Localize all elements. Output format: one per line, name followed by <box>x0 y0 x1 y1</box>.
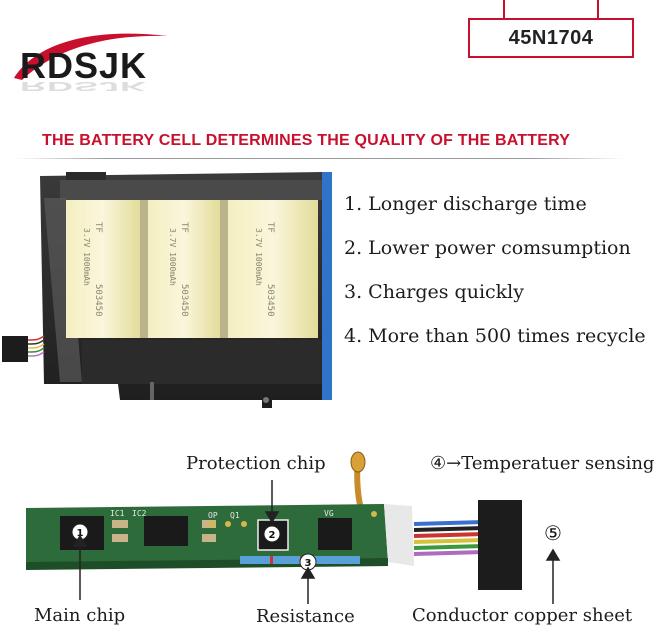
protection-chip <box>257 518 352 551</box>
label-resistance: Resistance <box>256 606 355 627</box>
model-number-badge: 45N1704 <box>468 18 634 58</box>
marker-protection-chip: 2 <box>263 525 281 543</box>
svg-text:Q1: Q1 <box>230 511 240 520</box>
svg-text:503450: 503450 <box>179 284 189 317</box>
svg-text:3: 3 <box>305 558 312 569</box>
svg-text:503450: 503450 <box>93 284 103 317</box>
svg-text:OP: OP <box>208 511 218 520</box>
svg-text:3.7V 1000mAh: 3.7V 1000mAh <box>254 228 263 286</box>
svg-text:VG: VG <box>324 509 334 518</box>
model-tab-right-line <box>597 0 599 18</box>
svg-text:503450: 503450 <box>265 284 275 317</box>
feature-2: 2. Lower power comsumption <box>344 237 631 259</box>
headline-divider <box>16 158 624 159</box>
svg-text:1: 1 <box>77 528 84 539</box>
svg-text:IC1: IC1 <box>110 509 125 518</box>
label-conductor-copper-sheet: Conductor copper sheet <box>412 605 633 626</box>
headline: THE BATTERY CELL DETERMINES THE QUALITY … <box>42 132 571 149</box>
feature-1: 1. Longer discharge time <box>344 193 587 215</box>
svg-text:RDSJK: RDSJK <box>20 79 147 93</box>
model-number: 45N1704 <box>508 26 594 49</box>
brand-logo: RDSJK RDSJK <box>14 33 168 93</box>
battery-cell-1: TF 503450 3.7V 1000mAh <box>66 200 140 338</box>
svg-text:TF: TF <box>265 222 275 233</box>
marker-copper: ⑤ <box>544 521 562 545</box>
svg-text:3.7V 1000mAh: 3.7V 1000mAh <box>82 228 91 286</box>
feature-3: 3. Charges quickly <box>344 281 524 303</box>
battery-connector <box>2 335 45 362</box>
feature-4: 4. More than 500 times recycle <box>344 325 646 347</box>
svg-text:TF: TF <box>179 222 189 233</box>
label-main-chip: Main chip <box>34 605 126 626</box>
model-tab-left-line <box>503 0 505 18</box>
label-protection-chip: Protection chip <box>186 453 326 474</box>
cable-connector <box>413 500 522 590</box>
battery-edge <box>322 172 332 400</box>
svg-text:TF: TF <box>93 222 103 233</box>
label-temperature-sensing: ④→Temperatuer sensing <box>430 453 654 474</box>
svg-text:2: 2 <box>269 530 276 541</box>
svg-text:3.7V 1000mAh: 3.7V 1000mAh <box>168 228 177 286</box>
battery-cell-2: TF 503450 3.7V 1000mAh <box>148 200 220 338</box>
battery-cell-3: TF 503450 3.7V 1000mAh <box>228 200 318 338</box>
circuit-board-image: IC1 IC2 OP Q1 VG 1 2 3 ⑤ <box>26 451 562 604</box>
svg-text:IC2: IC2 <box>132 509 147 518</box>
callout-arrows <box>72 480 561 604</box>
temperature-sensor <box>350 451 366 513</box>
svg-text:RDSJK: RDSJK <box>20 45 147 86</box>
battery-pack-image: TF 503450 3.7V 1000mAh TF 503450 3.7V 10… <box>2 172 332 408</box>
